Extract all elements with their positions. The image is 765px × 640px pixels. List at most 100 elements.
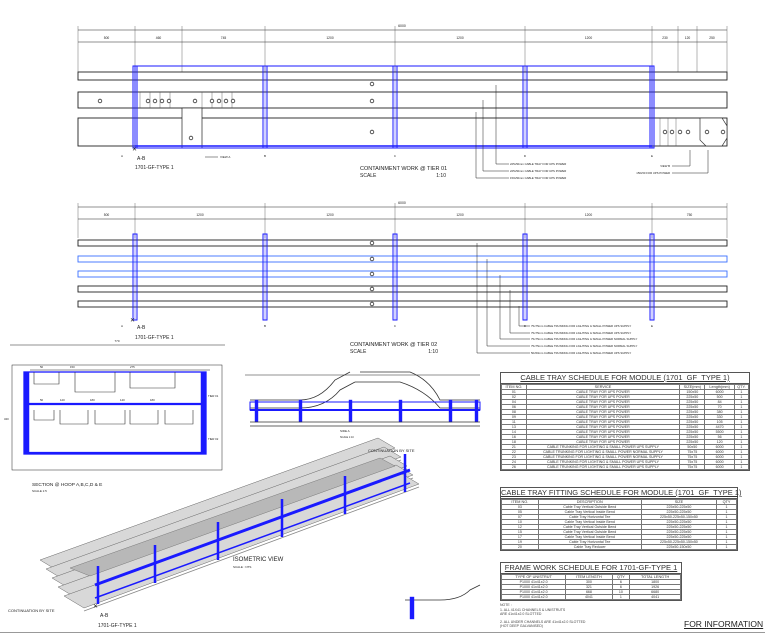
dimension-text: 1200 (456, 213, 464, 217)
bolt-hole (369, 98, 375, 104)
cable-tray (77, 91, 728, 109)
for-information-stamp: FOR INFORMATION (684, 619, 764, 629)
dimension-text: 1200 (326, 213, 334, 217)
callout-text: 50x50mm CABLE TRUNKING FOR LIGHTING & SM… (531, 351, 631, 355)
section-mark: A-B (100, 613, 109, 619)
callout-text: 150x50 FOR UPS POWER (636, 171, 670, 175)
tray-profile (250, 371, 480, 401)
bolt-hole (145, 98, 151, 104)
bolt-hole (152, 98, 158, 104)
bolt-hole (685, 129, 691, 135)
view-label: SIDE A (340, 429, 350, 433)
table-cell: 75x75 (679, 464, 706, 470)
table-cell: CABLE TRUNKING FOR LIGHTING & SMALL POWE… (525, 449, 681, 455)
dimension-text: 340 (4, 417, 9, 421)
iso-title: ISOMETRIC VIEW (233, 557, 284, 563)
frame-schedule-title: FRAME WORK SCHEDULE FOR 1701-GF-TYPE 1 (501, 563, 681, 574)
grid-label: C (394, 324, 397, 328)
tray-section (164, 410, 194, 425)
cable-tray (77, 117, 728, 147)
bolt-hole (209, 98, 215, 104)
scale-label: SCALE 1:5 (32, 489, 47, 493)
hanger (474, 399, 479, 423)
fitting-schedule: CABLE TRAY FITTING SCHEDULE FOR MODULE (… (500, 487, 741, 551)
bolt-hole (369, 301, 375, 307)
table-cell: 1 (733, 464, 750, 470)
elevation-frame (249, 401, 481, 411)
cable-tray-schedule: CABLE TRAY SCHEDULE FOR MODULE (1701_GF_… (500, 372, 750, 471)
hanger (448, 399, 453, 423)
table-cell: 20 (501, 544, 539, 550)
section-post (23, 371, 30, 455)
bolt-hole (369, 240, 375, 246)
bolt-hole (166, 98, 172, 104)
dimension-text: 770 (114, 339, 119, 343)
note-line: 1. ALL 41X41 CHANNELS & UNISTRUTS (500, 607, 566, 612)
dimension-text: 1200 (326, 36, 334, 40)
hanger (254, 399, 259, 423)
callout-text: 75x75mm CABLE TRUNKING FOR LIGHTING & SM… (531, 344, 637, 348)
tray-section (59, 410, 89, 425)
continuation-label: CONTINUATION BY SITE (368, 448, 415, 453)
bolt-hole (230, 98, 236, 104)
table-cell: 6000 (704, 464, 735, 470)
table-cell: CABLE TRUNKING FOR LIGHTING & SMALL POWE… (525, 444, 681, 450)
scale-value: 1:10 (428, 349, 438, 355)
cable-tray (77, 71, 728, 81)
iso-tray (69, 457, 396, 577)
bolt-hole (720, 129, 726, 135)
table-cell: 225x50-150x50 (640, 544, 718, 550)
tier-label: TIER 01 (208, 394, 219, 398)
section-outline (11, 364, 223, 471)
tray-section (129, 372, 176, 389)
bolt-hole (188, 135, 194, 141)
tray-profile (250, 381, 480, 409)
dimension-text: 50 (40, 365, 44, 369)
note-line: 2. ALL UNDER CHANNELS ARE 41x41x2.0 SLOT… (500, 619, 586, 624)
dimension-text: 180 (150, 398, 155, 402)
section-title: SECTION @ HOOP A,B,C,D & E (32, 482, 102, 488)
grid-label: B (264, 324, 266, 328)
scale-label: SCALE : NTS (233, 565, 251, 569)
dimension-text: 6000 (398, 24, 406, 28)
type-label: 1701-GF-TYPE 1 (135, 335, 174, 341)
scale-label: SCALE (350, 349, 367, 355)
detail-hanger (409, 596, 415, 620)
dimension-text: 500 (104, 36, 110, 40)
cable-trunking (77, 239, 728, 247)
grid-label: C (394, 154, 397, 158)
iso-tray-edge (83, 486, 420, 612)
view-label: VIEW A (220, 155, 230, 159)
callout-text: 75x75mm CABLE TRUNKING FOR LIGHTING & SM… (531, 324, 631, 328)
dimension-text: 120 (60, 398, 65, 402)
grid-label: A (121, 324, 123, 328)
hanger (398, 399, 403, 423)
section-mark: A-B (137, 325, 146, 331)
note-line: ARE 41x41x2.0 SLOTTED (500, 612, 542, 616)
view-label: VIEW B (660, 164, 670, 168)
dimension-text: 140 (120, 398, 125, 402)
bolt-hole (369, 271, 375, 277)
note-line: (HOT DEEP GALVANISED) (500, 624, 543, 628)
iso-frame-bar (94, 468, 411, 587)
dimension-text: 1200 (196, 213, 204, 217)
grid-label: D (524, 154, 527, 158)
table-cell: CABLE TRUNKING FOR LIGHTING & SMALL POWE… (525, 459, 681, 465)
table-cell: 4041 (629, 594, 681, 600)
type-label: 1701-GF-TYPE 1 (135, 165, 174, 171)
tray-section (33, 372, 60, 385)
cable-trunking (77, 270, 728, 278)
section-cross-icon: ✕ (132, 147, 137, 153)
hanger (298, 399, 303, 423)
end-fitting (699, 117, 728, 147)
dimension-text: 150 (70, 365, 75, 369)
bolt-hole (369, 81, 375, 87)
note-line: NOTE : (500, 603, 512, 607)
bolt-hole (669, 129, 675, 135)
dimension-text: 250 (709, 36, 715, 40)
